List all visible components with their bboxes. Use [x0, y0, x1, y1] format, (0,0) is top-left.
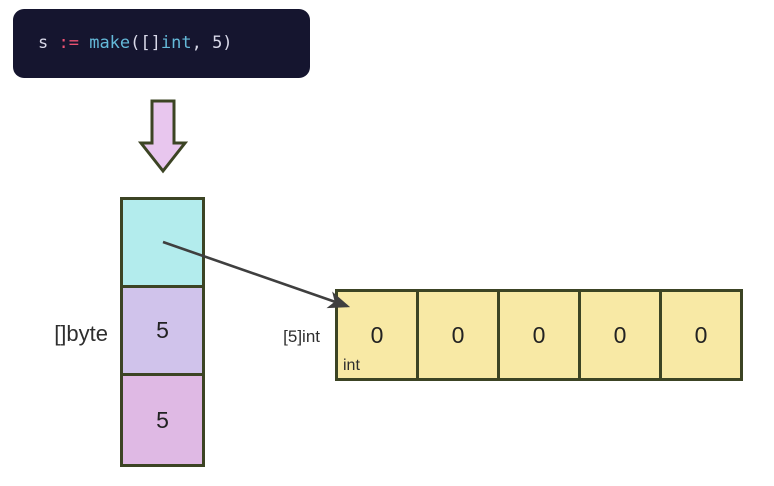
array-cell-value: 0: [532, 321, 546, 348]
code-token-assign-operator: :=: [58, 33, 90, 53]
code-token-args-close: , 5): [191, 33, 233, 53]
code-snippet-box: s := make([]int, 5): [13, 9, 310, 78]
slice-capacity-cell: 5: [120, 373, 205, 467]
code-token-make-function: make: [89, 33, 131, 53]
element-type-tag: int: [343, 357, 360, 374]
slice-pointer-cell: [120, 197, 205, 288]
array-cell-4: 0: [659, 289, 743, 381]
code-token-int-type: int: [160, 33, 192, 53]
code-token-paren-brackets: ([]: [130, 33, 161, 53]
array-cell-0: 0 int: [335, 289, 419, 381]
backing-array: 0 int 0 0 0 0: [335, 289, 755, 381]
array-cell-value: 0: [370, 321, 384, 348]
slice-length-cell: 5: [120, 285, 205, 376]
code-line: s := make([]int, 5): [38, 9, 233, 78]
array-cell-2: 0: [497, 289, 581, 381]
array-cell-value: 0: [694, 321, 708, 348]
slice-length-value: 5: [156, 317, 169, 343]
array-cell-3: 0: [578, 289, 662, 381]
slice-struct: 5 5: [120, 197, 205, 467]
code-token-var: s: [38, 33, 59, 53]
slice-struct-label: []byte: [54, 321, 108, 346]
array-cell-value: 0: [613, 321, 627, 348]
down-arrow-icon: [137, 99, 189, 174]
array-cell-1: 0: [416, 289, 500, 381]
backing-array-label: [5]int: [283, 327, 320, 346]
slice-capacity-value: 5: [156, 406, 169, 433]
array-cell-value: 0: [451, 321, 465, 348]
